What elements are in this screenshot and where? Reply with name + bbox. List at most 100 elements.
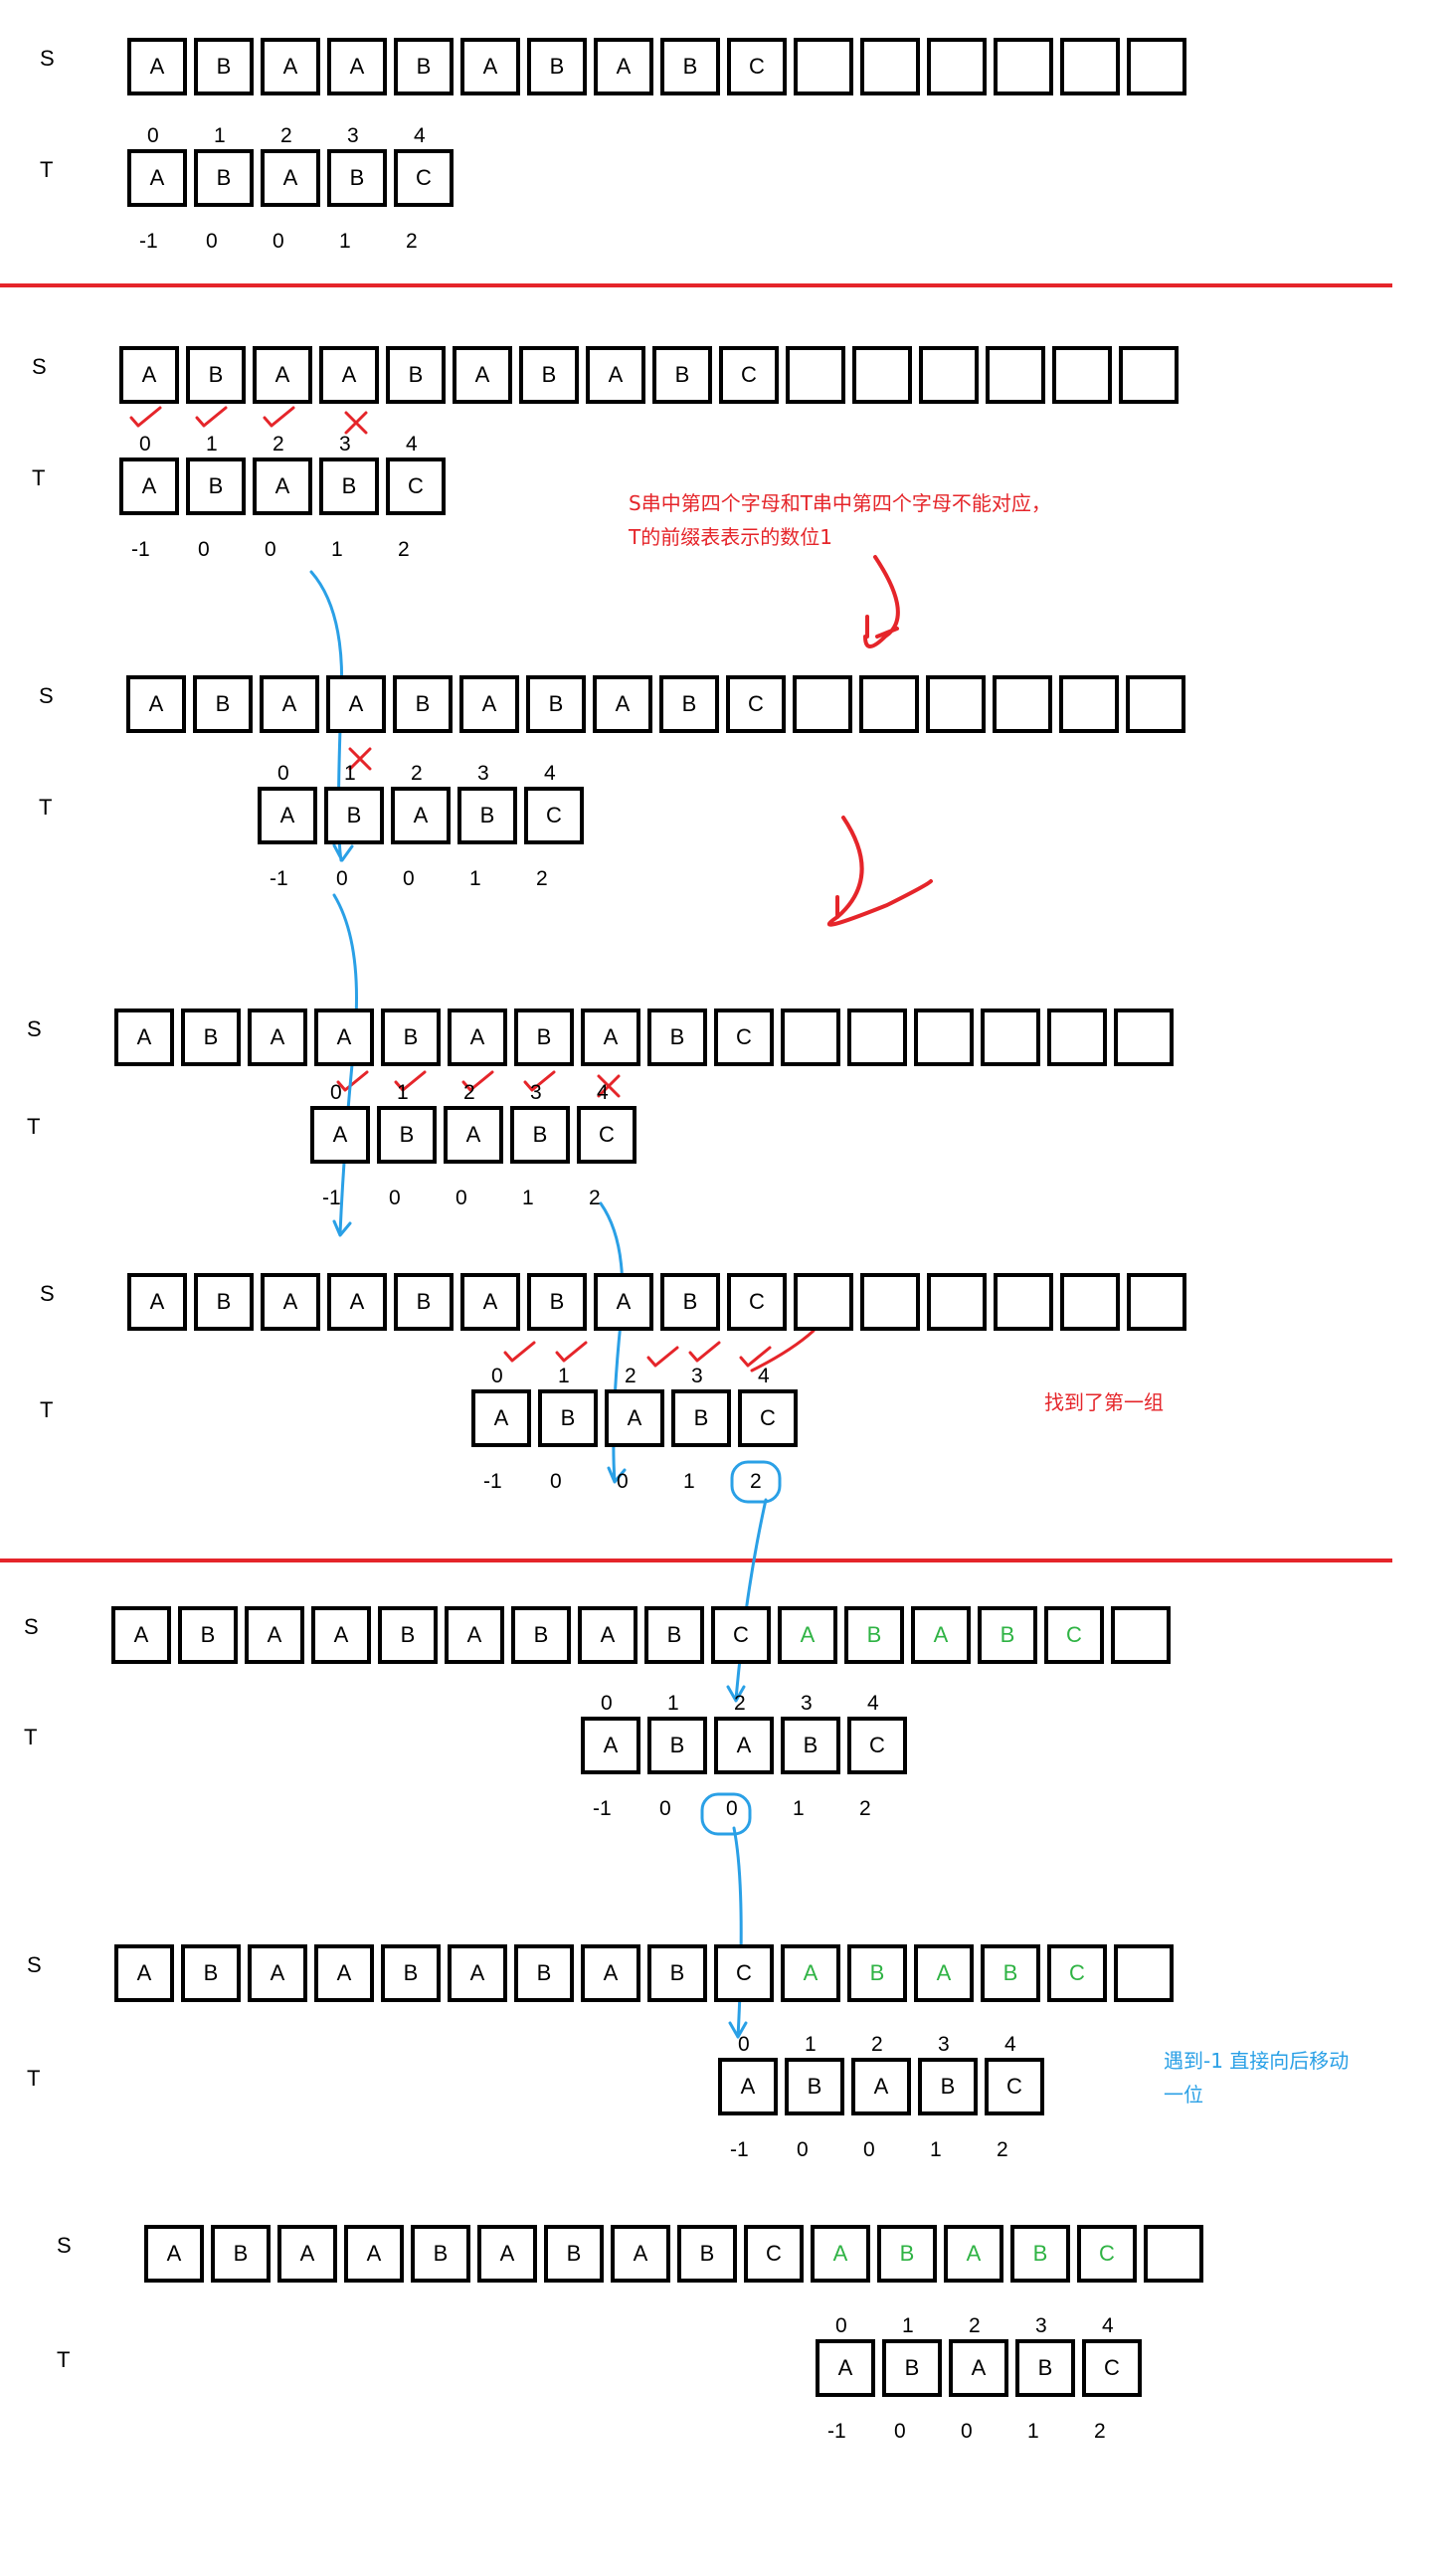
t-index-label: 3 (801, 1692, 813, 1715)
t-index-label: 2 (411, 762, 423, 785)
s-string-cell: A (319, 346, 379, 404)
next-array-value: 0 (550, 1470, 562, 1493)
s-string-cell: B (527, 38, 587, 95)
s-string-cell: A (459, 675, 519, 733)
s-string-cell: C (1044, 1606, 1104, 1664)
t-index-label: 1 (397, 1081, 409, 1104)
s-empty-cell (994, 38, 1053, 95)
s-string-cell: C (727, 38, 787, 95)
s-string-cell: B (877, 2225, 937, 2283)
t-index-label: 4 (1102, 2314, 1114, 2337)
s-string-cell: B (194, 1273, 254, 1331)
s-string-cell: B (381, 1944, 441, 2002)
next-array-value: 0 (617, 1470, 629, 1493)
t-row-label: T (57, 2347, 71, 2372)
s-string-cell: B (178, 1606, 238, 1664)
t-index-label: 0 (491, 1365, 503, 1387)
s-empty-cell (860, 38, 920, 95)
s-string-cell: B (647, 1008, 707, 1066)
s-string-cell: A (114, 1944, 174, 2002)
s-string-cell: A (778, 1606, 837, 1664)
s-string-cell: A (326, 675, 386, 733)
next-array-value: 0 (659, 1797, 671, 1820)
s-empty-cell (1111, 1606, 1171, 1664)
t-index-label: 4 (414, 124, 426, 147)
t-string-cell: B (671, 1389, 731, 1447)
t-string-cell: B (194, 149, 254, 207)
t-index-label: 0 (277, 762, 289, 785)
next-array-value: 1 (930, 2138, 942, 2161)
s-empty-cell (986, 346, 1045, 404)
s-empty-cell (1060, 38, 1120, 95)
s-empty-cell (786, 346, 845, 404)
t-string-cell: B (785, 2058, 844, 2115)
s-string-cell: B (394, 38, 454, 95)
next-array-value: -1 (827, 2420, 846, 2443)
s-string-cell: C (719, 346, 779, 404)
s-string-cell: B (519, 346, 579, 404)
s-row-label: S (39, 683, 54, 708)
s-empty-cell (860, 1273, 920, 1331)
t-string-cell: A (581, 1717, 640, 1774)
s-string-cell: A (594, 1273, 653, 1331)
s-row-label: S (40, 1281, 55, 1306)
t-string-cell: C (394, 149, 454, 207)
s-string-cell: B (181, 1944, 241, 2002)
s-string-cell: A (344, 2225, 404, 2283)
s-empty-cell (1127, 1273, 1186, 1331)
t-index-label: 4 (406, 433, 418, 456)
t-string-cell: A (949, 2339, 1008, 2397)
s-string-cell: C (714, 1944, 774, 2002)
mismatch-note-line-2: T的前缀表表示的数位1 (629, 525, 832, 549)
next-array-value: 0 (336, 867, 348, 890)
mismatch-note-line-1: S串中第四个字母和T串中第四个字母不能对应， (629, 491, 1051, 515)
t-index-label: 2 (625, 1365, 637, 1387)
next-array-value: 2 (1094, 2420, 1106, 2443)
t-index-label: 1 (667, 1692, 679, 1715)
s-empty-cell (919, 346, 979, 404)
s-string-cell: B (394, 1273, 454, 1331)
next-array-value: 2 (589, 1187, 601, 1209)
s-string-cell: A (460, 1273, 520, 1331)
s-string-cell: B (411, 2225, 470, 2283)
next-array-value: 2 (406, 230, 418, 253)
check-mark (263, 406, 295, 428)
s-string-cell: B (378, 1606, 438, 1664)
t-string-cell: C (985, 2058, 1044, 2115)
t-index-label: 0 (330, 1081, 342, 1104)
s-string-cell: B (660, 1273, 720, 1331)
s-empty-cell (1144, 2225, 1203, 2283)
t-index-label: 1 (805, 2033, 817, 2056)
s-string-cell: A (453, 346, 512, 404)
next-array-value: 1 (1027, 2420, 1039, 2443)
t-string-cell: A (444, 1106, 503, 1164)
t-index-label: 1 (902, 2314, 914, 2337)
check-mark (129, 406, 162, 428)
s-string-cell: C (711, 1606, 771, 1664)
t-row-label: T (27, 1114, 41, 1139)
s-string-cell: B (981, 1944, 1040, 2002)
s-string-cell: B (514, 1008, 574, 1066)
t-index-label: 1 (214, 124, 226, 147)
next-array-value: 0 (206, 230, 218, 253)
s-string-cell: A (260, 675, 319, 733)
t-string-cell: A (851, 2058, 911, 2115)
s-string-cell: A (460, 38, 520, 95)
s-string-cell: A (594, 38, 653, 95)
t-index-label: 4 (544, 762, 556, 785)
t-string-cell: C (1082, 2339, 1142, 2397)
t-string-cell: C (738, 1389, 798, 1447)
check-mark (503, 1341, 536, 1363)
check-mark (688, 1341, 721, 1363)
t-string-cell: A (718, 2058, 778, 2115)
red-separator-line (0, 1559, 1392, 1562)
s-empty-cell (1059, 675, 1119, 733)
s-row-label: S (57, 2233, 72, 2258)
t-string-cell: B (1015, 2339, 1075, 2397)
t-string-cell: A (471, 1389, 531, 1447)
next-array-value: 0 (273, 230, 284, 253)
found-first-note: 找到了第一组 (1044, 1390, 1164, 1414)
t-index-label: 3 (938, 2033, 950, 2056)
s-string-cell: A (581, 1008, 640, 1066)
s-string-cell: A (944, 2225, 1003, 2283)
